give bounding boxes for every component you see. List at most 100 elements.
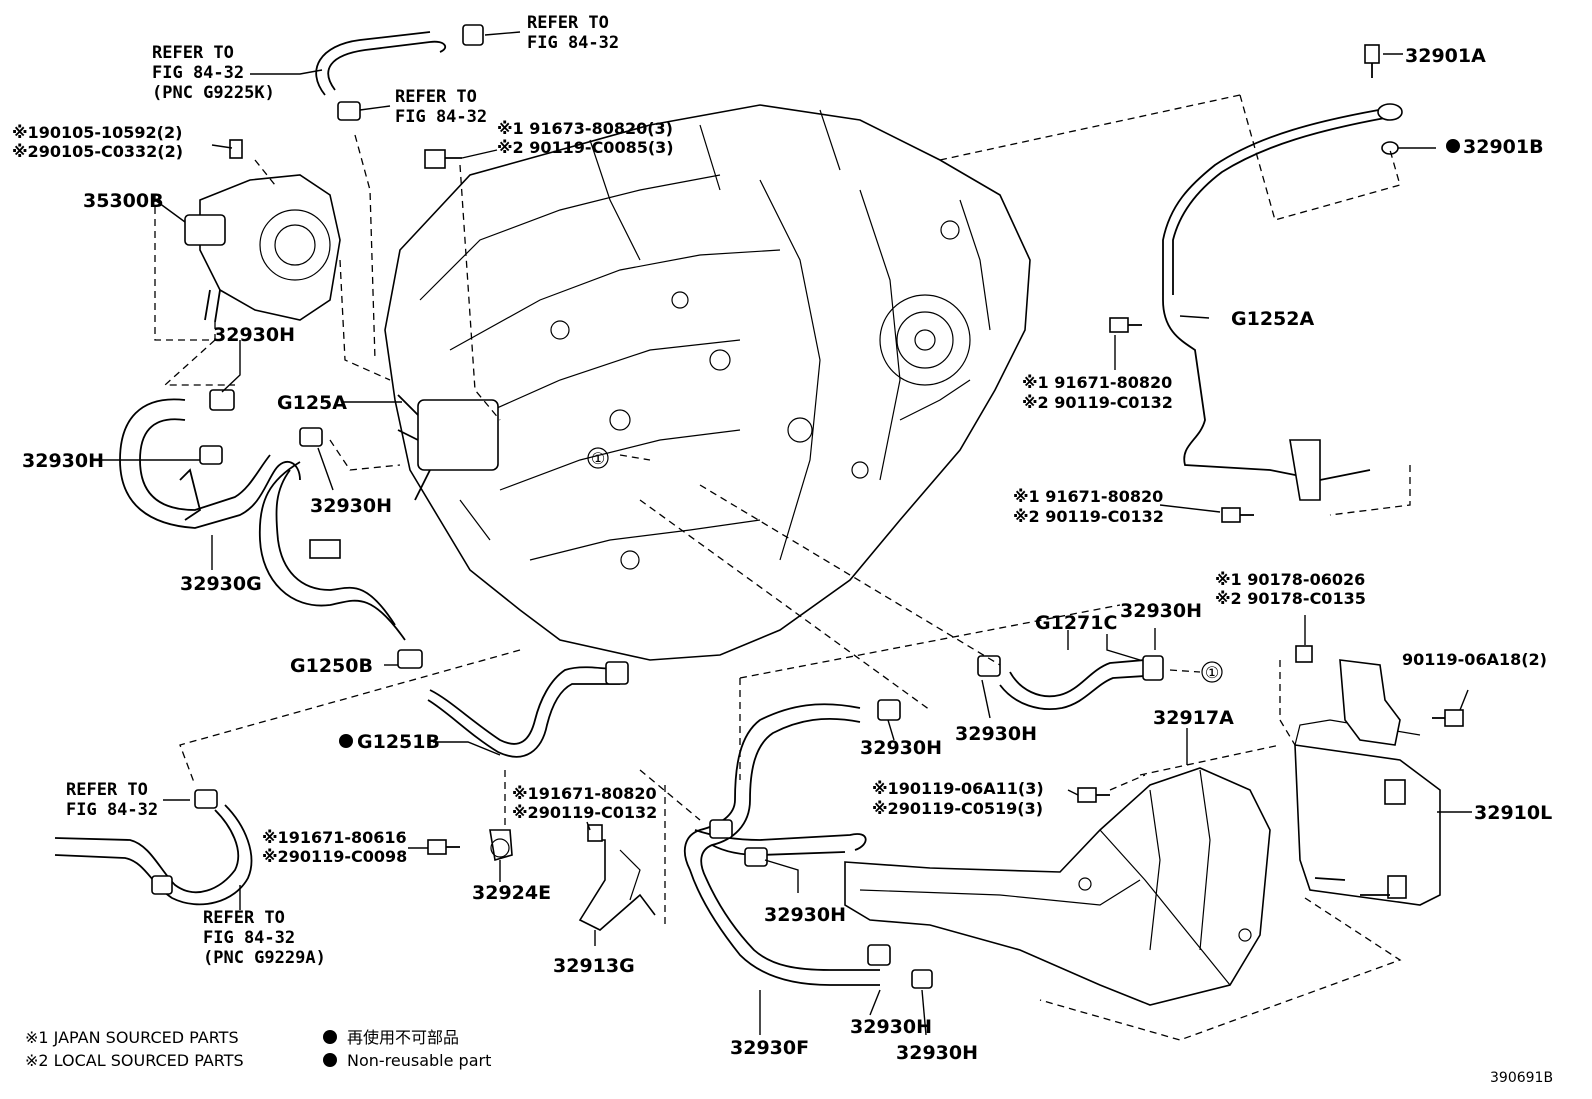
note-n7: ※191671-80820 ※290119-C0132 <box>512 784 657 822</box>
svg-text:FIG 84-32: FIG 84-32 <box>66 800 158 820</box>
svg-text:※2 90119-C0132: ※2 90119-C0132 <box>1013 507 1164 526</box>
svg-text:※191671-80820: ※191671-80820 <box>512 784 657 803</box>
svg-text:※191671-80616: ※191671-80616 <box>262 828 407 847</box>
svg-text:(PNC G9225K): (PNC G9225K) <box>152 83 275 103</box>
label-32924e: 32924E <box>472 882 551 904</box>
transmission-assembly <box>384 104 1031 661</box>
label-32930h-1: 32930H <box>213 324 295 346</box>
svg-text:※2 90119-C0085(3): ※2 90119-C0085(3) <box>497 138 674 157</box>
svg-text:※290105-C0332(2): ※290105-C0332(2) <box>12 142 183 161</box>
svg-text:FIG 84-32: FIG 84-32 <box>203 928 295 948</box>
clamp-32930h-left-3 <box>299 427 323 447</box>
note-n5: ※1 90178-06026 ※2 90178-C0135 <box>1215 570 1366 608</box>
svg-text:FIG 84-32: FIG 84-32 <box>527 33 619 53</box>
legend-nonreuse-jp: 再使用不可部品 <box>347 1028 459 1047</box>
bolt-n8 <box>427 839 460 855</box>
svg-text:※290119-C0132: ※290119-C0132 <box>512 803 657 822</box>
svg-text:※1 91671-80820: ※1 91671-80820 <box>1022 373 1172 392</box>
bolt-g1252a-upper <box>1109 317 1142 333</box>
bolt-n6 <box>1077 787 1110 803</box>
callout-1-engine: ① <box>587 447 609 469</box>
label-g125a: G125A <box>277 392 347 414</box>
svg-text:※290119-C0098: ※290119-C0098 <box>262 847 407 866</box>
label-g1252a: G1252A <box>1231 308 1314 330</box>
svg-text:※290119-C0519(3): ※290119-C0519(3) <box>872 799 1043 818</box>
clamp-32930h-f2 <box>867 944 891 966</box>
svg-text:※1 90178-06026: ※1 90178-06026 <box>1215 570 1365 589</box>
svg-text:※1 91673-80820(3): ※1 91673-80820(3) <box>497 119 673 138</box>
label-g1250b: G1250B <box>290 655 373 677</box>
legend-dot-1 <box>323 1030 337 1044</box>
label-g1251b: G1251B <box>357 731 440 753</box>
legend-dot-2 <box>323 1053 337 1067</box>
label-32930h-4: 32930H <box>1120 600 1202 622</box>
hose-lower-left <box>54 789 253 906</box>
cooler-32910l <box>1294 659 1441 906</box>
bolt-g1252a-lower <box>1221 507 1254 523</box>
svg-text:①: ① <box>591 449 605 468</box>
legend-nonreuse-en: Non-reusable part <box>347 1051 491 1070</box>
valve-35300b <box>184 139 341 323</box>
svg-text:※190119-06A11(3): ※190119-06A11(3) <box>872 779 1044 798</box>
nut-90178 <box>1295 645 1313 663</box>
svg-text:FIG 84-32: FIG 84-32 <box>395 107 487 127</box>
note-n6: ※190119-06A11(3) ※290119-C0519(3) <box>872 779 1044 818</box>
clamp-32930h-left-2 <box>199 445 223 465</box>
refer-low-left: REFER TO FIG 84-32 <box>66 780 158 820</box>
svg-text:REFER TO: REFER TO <box>203 908 285 928</box>
label-32917a: 32917A <box>1153 707 1234 729</box>
note-n2: ※1 91673-80820(3) ※2 90119-C0085(3) <box>497 119 674 157</box>
bolt-32901a <box>1364 44 1380 78</box>
label-32910l: 32910L <box>1474 802 1552 824</box>
clamp-32930h-f3 <box>911 969 933 989</box>
svg-text:REFER TO: REFER TO <box>66 780 148 800</box>
label-32930h-9: 32930H <box>896 1042 978 1064</box>
clamp-32930h-f1 <box>877 699 901 721</box>
non-reusable-marker-g1251b <box>339 734 353 748</box>
bolt-n2 <box>424 149 462 169</box>
label-32930g: 32930G <box>180 573 262 595</box>
label-32930h-7: 32930H <box>764 904 846 926</box>
clamp-32924e <box>489 829 513 862</box>
label-32930h-3: 32930H <box>310 495 392 517</box>
bracket-32913g <box>578 824 656 931</box>
refer-top-mid: REFER TO FIG 84-32 <box>395 87 487 127</box>
svg-text:FIG 84-32: FIG 84-32 <box>152 63 244 83</box>
hose-g1250b <box>258 461 406 641</box>
refer-top-left: REFER TO FIG 84-32 (PNC G9225K) <box>152 43 275 103</box>
svg-text:(PNC G9229A): (PNC G9229A) <box>203 948 326 968</box>
label-32930h-8: 32930H <box>850 1016 932 1038</box>
hose-g1251b <box>427 661 629 758</box>
legend-japan: ※1 JAPAN SOURCED PARTS <box>25 1028 239 1047</box>
hose-g1271c <box>977 655 1164 710</box>
legend-local: ※2 LOCAL SOURCED PARTS <box>25 1051 244 1070</box>
label-35300b: 35300B <box>83 190 164 212</box>
leader-lines <box>92 31 1472 1036</box>
svg-text:※2 90178-C0135: ※2 90178-C0135 <box>1215 589 1366 608</box>
label-32930h-2: 32930H <box>22 450 104 472</box>
hose-32930g <box>119 398 301 529</box>
bolt-90119-06a18 <box>1432 709 1464 727</box>
svg-text:※1 91671-80820: ※1 91671-80820 <box>1013 487 1163 506</box>
note-n3: ※1 91671-80820 ※2 90119-C0132 <box>1022 373 1173 412</box>
hose-32930f <box>683 703 880 986</box>
label-32930f: 32930F <box>730 1037 809 1059</box>
hose-top-left <box>315 24 484 121</box>
note-n1: ※190105-10592(2) ※290105-C0332(2) <box>12 123 183 161</box>
refer-top-right: REFER TO FIG 84-32 <box>527 13 619 53</box>
note-n8: ※191671-80616 ※290119-C0098 <box>262 828 407 866</box>
svg-text:REFER TO: REFER TO <box>395 87 477 107</box>
duct-32917a <box>844 767 1271 1006</box>
svg-text:REFER TO: REFER TO <box>152 43 234 63</box>
svg-text:※190105-10592(2): ※190105-10592(2) <box>12 123 182 142</box>
label-32901a: 32901A <box>1405 45 1486 67</box>
refer-low-bottom: REFER TO FIG 84-32 (PNC G9229A) <box>203 908 326 968</box>
note-n4: ※1 91671-80820 ※2 90119-C0132 <box>1013 487 1164 526</box>
label-32930h-6: 32930H <box>860 737 942 759</box>
label-g1271c: G1271C <box>1035 612 1117 634</box>
svg-text:①: ① <box>1205 663 1219 682</box>
drawing-code: 390691B <box>1490 1070 1553 1086</box>
clamp-32930h-left-1 <box>209 389 235 411</box>
label-32901b: 32901B <box>1463 136 1544 158</box>
